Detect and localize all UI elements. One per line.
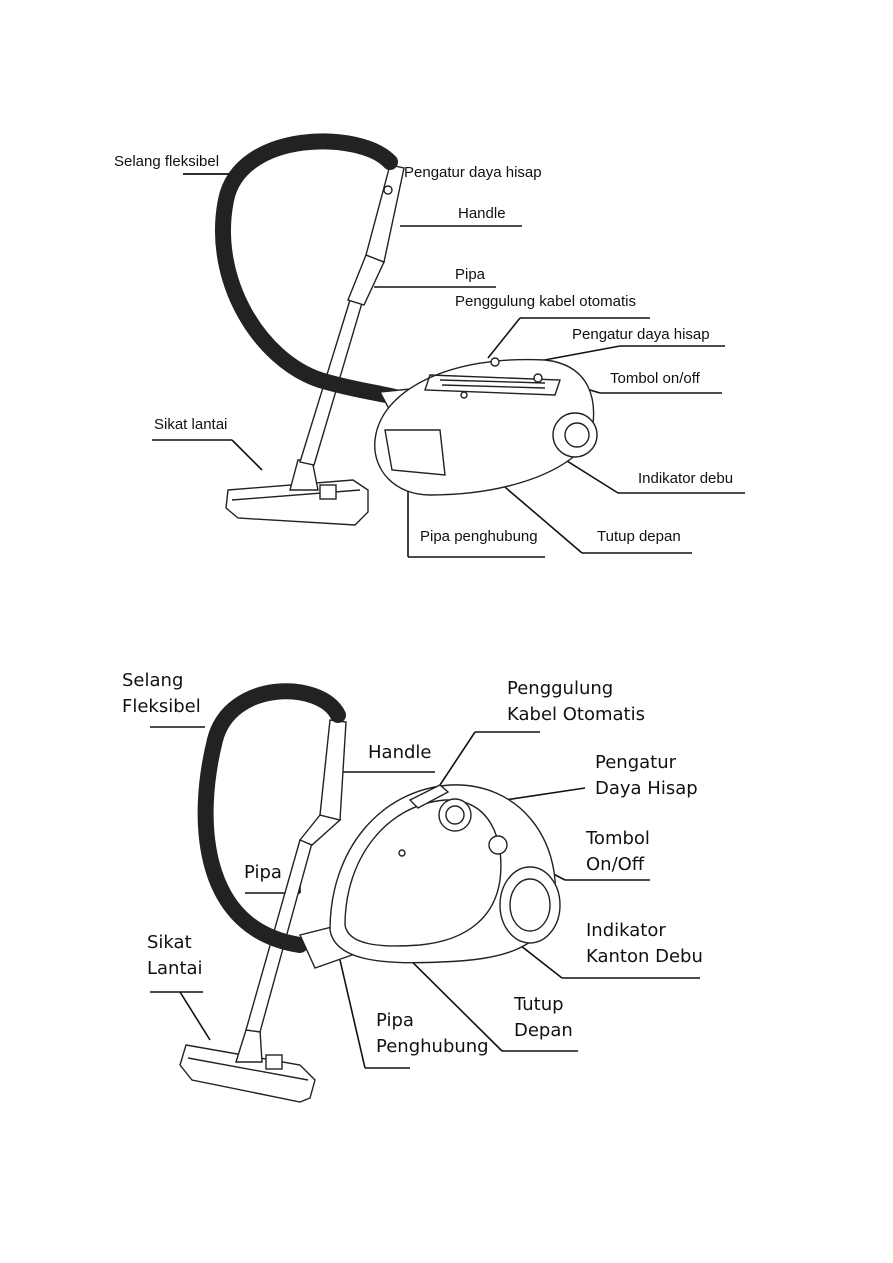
- label-pengatur-2a: Pengatur: [595, 752, 677, 773]
- leader-penggulung-2: [437, 731, 476, 789]
- cord-rewind-button-2: [408, 784, 450, 809]
- label-pipa-1: Pipa: [455, 266, 486, 283]
- leader-penggulung-1: [487, 317, 521, 359]
- label-indikator-2a: Indikator: [586, 920, 666, 941]
- label-pengatur-daya-hisap-handle-1: Pengatur daya hisap: [404, 164, 542, 181]
- label-pipa-penghubung-2a: Pipa: [376, 1010, 414, 1031]
- label-penggulung-2b: Kabel Otomatis: [507, 704, 645, 725]
- vacuum-body-2: [329, 784, 557, 964]
- label-tombol-2a: Tombol: [586, 828, 650, 849]
- label-pengatur-daya-hisap-body-1: Pengatur daya hisap: [572, 326, 710, 343]
- brush-switch-2: [265, 1054, 283, 1070]
- brush-switch-1: [319, 484, 337, 500]
- label-pipa-penghubung-2b: Penghubung: [376, 1036, 489, 1057]
- label-selang-2b: Fleksibel: [122, 696, 201, 717]
- label-pipa-2: Pipa: [244, 862, 282, 883]
- label-tombol-onoff-1: Tombol on/off: [610, 370, 700, 387]
- label-tombol-2b: On/Off: [586, 854, 645, 875]
- label-tutup-2a: Tutup: [514, 994, 564, 1015]
- leader-pipa-penghubung-2: [339, 959, 366, 1069]
- label-penggulung-2a: Penggulung: [507, 678, 614, 699]
- floor-brush-2: [179, 1044, 316, 1103]
- label-pengatur-2b: Daya Hisap: [595, 778, 698, 799]
- label-penggulung-kabel-1: Penggulung kabel otomatis: [455, 293, 636, 310]
- label-sikat-2a: Sikat: [147, 932, 192, 953]
- label-selang-2a: Selang: [122, 670, 184, 691]
- handle-2: [319, 719, 347, 821]
- label-selang-fleksibel-1: Selang fleksibel: [114, 153, 220, 170]
- power-button-2: [488, 835, 508, 855]
- label-indikator-2b: Kanton Debu: [586, 946, 703, 967]
- label-sikat-lantai-1: Sikat lantai: [154, 416, 228, 433]
- label-sikat-2b: Lantai: [147, 958, 203, 979]
- label-handle-2: Handle: [368, 742, 432, 763]
- label-tutup-2b: Depan: [514, 1020, 573, 1041]
- label-indikator-debu-1: Indikator debu: [638, 470, 734, 487]
- label-pipa-penghubung-1: Pipa penghubung: [420, 528, 538, 545]
- power-button-1: [533, 373, 543, 383]
- label-tutup-depan-1: Tutup depan: [597, 528, 681, 545]
- label-handle-1: Handle: [458, 205, 506, 222]
- cord-rewind-button-1: [490, 357, 500, 367]
- handle-1: [365, 164, 405, 263]
